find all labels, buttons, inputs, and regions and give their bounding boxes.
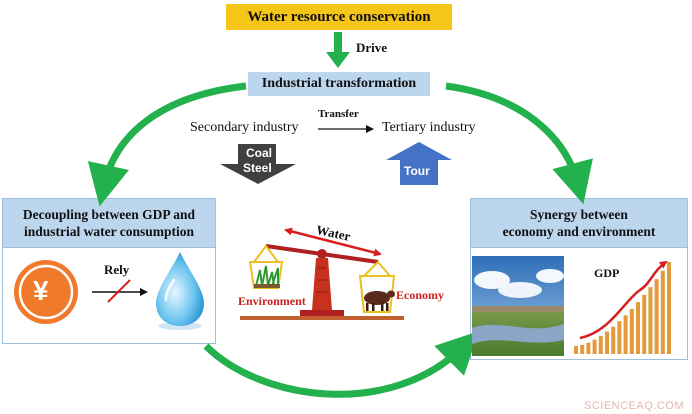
coal-label: Coal: [246, 146, 273, 160]
gdp-bars: [574, 262, 671, 354]
flow-arrow-bottom: [203, 331, 479, 398]
flow-arrow-left: [87, 82, 247, 207]
industrial-transformation-label: Industrial transformation: [261, 76, 417, 91]
decoupling-title-line1: Decoupling between GDP and: [22, 207, 196, 222]
tertiary-industry-label: Tertiary industry: [382, 120, 476, 135]
transfer-label: Transfer: [318, 108, 359, 120]
rely-label: Rely: [104, 262, 130, 277]
industrial-transformation-box: Industrial transformation: [248, 72, 430, 96]
gdp-bar: [574, 346, 578, 354]
balance-scale-icon: [240, 227, 404, 320]
secondary-industry-label: Secondary industry: [190, 120, 299, 135]
steel-label: Steel: [243, 161, 272, 175]
gdp-bar: [654, 279, 659, 354]
title-box: Water resource conservation: [226, 4, 452, 30]
gdp-bar: [636, 302, 640, 354]
yen-coin-icon: [14, 260, 78, 324]
environment-label: Environment: [238, 294, 306, 308]
drive-label: Drive: [356, 40, 388, 55]
cow-icon: [364, 290, 395, 311]
gdp-label: GDP: [594, 266, 620, 280]
rely-slash: [107, 279, 131, 303]
decoupling-title-line2: industrial water consumption: [23, 224, 194, 239]
gdp-bar: [611, 326, 616, 354]
gdp-bar: [667, 262, 671, 354]
gdp-bar: [623, 315, 628, 354]
gdp-bar: [580, 344, 585, 354]
gdp-bar: [642, 294, 647, 354]
gdp-growth-curve: [579, 260, 668, 340]
grass-icon: [254, 265, 280, 288]
gdp-bar: [605, 331, 609, 354]
tour-label: Tour: [404, 164, 430, 178]
decoupling-box: Decoupling between GDP and industrial wa…: [2, 198, 216, 248]
economy-label: Economy: [396, 288, 444, 302]
gdp-bar: [648, 287, 653, 354]
gdp-bar: [586, 342, 591, 354]
gdp-bar: [592, 339, 597, 354]
synergy-title-line1: Synergy between: [530, 207, 628, 222]
tour-up-arrow: [386, 142, 452, 185]
synergy-box: Synergy between economy and environment: [470, 198, 688, 248]
gdp-bar: [629, 308, 634, 354]
watermark: SCIENCEAQ.COM: [583, 400, 684, 412]
yen-symbol: ¥: [33, 275, 49, 306]
flow-arrow-right: [445, 82, 593, 205]
gdp-bar: [660, 270, 665, 354]
synergy-title-line2: economy and environment: [502, 224, 656, 239]
water-drop-icon: [156, 252, 204, 330]
gdp-bar: [617, 321, 622, 354]
drive-arrow: [326, 32, 350, 68]
gdp-bar: [598, 335, 603, 354]
page-title: Water resource conservation: [247, 8, 431, 25]
landscape-photo: [472, 256, 564, 356]
coal-steel-down-arrow: [220, 144, 296, 184]
